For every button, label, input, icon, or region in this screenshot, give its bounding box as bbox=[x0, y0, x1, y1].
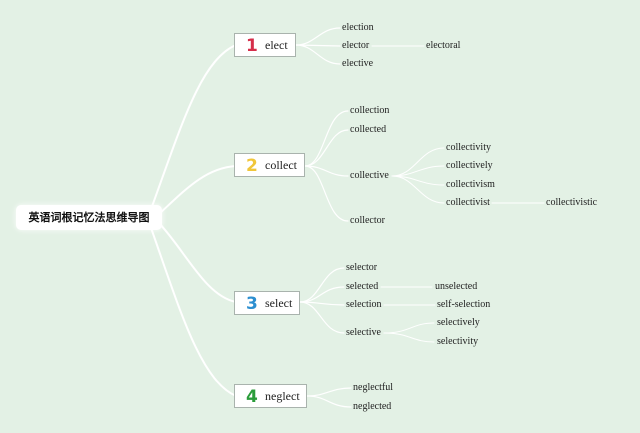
number-4-icon: 4 bbox=[246, 387, 258, 407]
node-selectivity[interactable]: selectivity bbox=[437, 336, 479, 347]
connector-select-selector bbox=[299, 267, 345, 303]
connector-selective-selectivity bbox=[383, 332, 435, 343]
connector-root-elect bbox=[149, 44, 237, 213]
connector-elect-elective bbox=[295, 44, 341, 65]
connector-collective-collectivity bbox=[391, 147, 445, 177]
connector-root-collect bbox=[157, 165, 237, 216]
connector-neglect-neglectful bbox=[306, 387, 352, 397]
connector-neglect-neglected bbox=[306, 395, 352, 408]
connector-elect-election bbox=[295, 27, 341, 46]
root-node[interactable]: 英语词根记忆法思维导图 bbox=[16, 205, 162, 230]
connector-collective-collectively bbox=[391, 165, 445, 177]
node-elector[interactable]: elector bbox=[342, 40, 370, 51]
node-selective[interactable]: selective bbox=[346, 327, 381, 338]
connector-elect-elector bbox=[295, 44, 341, 47]
number-3-icon: 3 bbox=[246, 294, 258, 314]
connector-collective-collectivist bbox=[391, 175, 445, 204]
node-collection[interactable]: collection bbox=[350, 105, 390, 116]
node-electoral[interactable]: electoral bbox=[426, 40, 461, 51]
node-selected[interactable]: selected bbox=[346, 281, 379, 292]
connector-root-neglect bbox=[149, 224, 237, 397]
branch-node-collect[interactable]: 2 collect bbox=[234, 153, 305, 177]
node-collector[interactable]: collector bbox=[350, 215, 385, 226]
branch-node-select[interactable]: 3 select bbox=[234, 291, 300, 315]
node-selector[interactable]: selector bbox=[346, 262, 378, 273]
connector-collect-collection bbox=[304, 110, 349, 167]
branch-node-neglect[interactable]: 4 neglect bbox=[234, 384, 307, 408]
branch-label: elect bbox=[265, 38, 288, 52]
connector-collect-collected bbox=[304, 129, 349, 167]
node-unselected[interactable]: unselected bbox=[435, 281, 478, 292]
node-collectively[interactable]: collectively bbox=[446, 160, 493, 171]
node-selection[interactable]: selection bbox=[346, 299, 382, 310]
node-collectivistic[interactable]: collectivistic bbox=[546, 197, 598, 208]
number-2-icon: 2 bbox=[246, 156, 258, 176]
node-self-selection[interactable]: self-selection bbox=[437, 299, 491, 310]
branch-label: neglect bbox=[265, 389, 300, 403]
node-collective[interactable]: collective bbox=[350, 170, 389, 181]
connector-selective-selectively bbox=[383, 322, 435, 334]
branch-label: collect bbox=[265, 158, 297, 172]
branch-label: select bbox=[265, 296, 293, 310]
node-collected[interactable]: collected bbox=[350, 124, 387, 135]
node-elective[interactable]: elective bbox=[342, 58, 374, 69]
node-neglected[interactable]: neglected bbox=[353, 401, 392, 412]
node-collectivism[interactable]: collectivism bbox=[446, 179, 495, 190]
connector-collect-collective bbox=[304, 165, 349, 177]
connector-collect-collector bbox=[304, 165, 349, 222]
node-election[interactable]: election bbox=[342, 22, 374, 33]
connector-select-selective bbox=[299, 301, 345, 334]
connector-root-select bbox=[157, 221, 237, 303]
node-selectively[interactable]: selectively bbox=[437, 317, 480, 328]
node-collectivist[interactable]: collectivist bbox=[446, 197, 490, 208]
number-1-icon: 1 bbox=[246, 36, 258, 56]
node-collectivity[interactable]: collectivity bbox=[446, 142, 491, 153]
branch-node-elect[interactable]: 1 elect bbox=[234, 33, 296, 57]
node-neglectful[interactable]: neglectful bbox=[353, 382, 393, 393]
connector-select-selected bbox=[299, 286, 345, 303]
